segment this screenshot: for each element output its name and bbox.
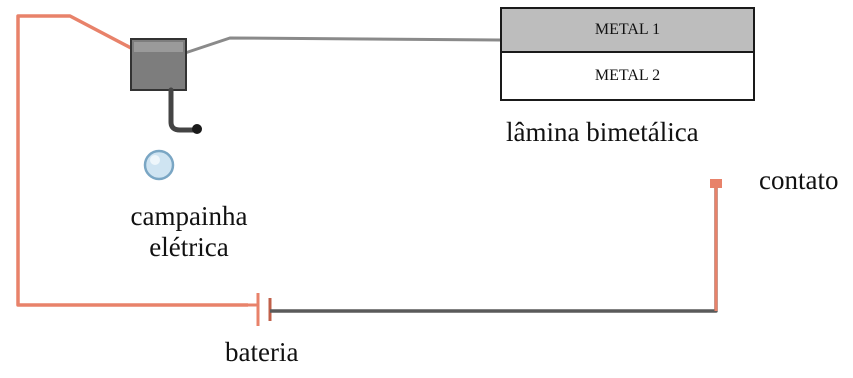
metal-1-label: METAL 1 <box>594 21 661 38</box>
bell-caption: campainha elétrica <box>84 201 294 263</box>
contact-point <box>710 179 722 188</box>
right-wire <box>270 185 718 313</box>
bell-caption-line-1: campainha <box>130 201 248 231</box>
bimetal-strip-caption: lâmina bimetálica <box>506 117 699 147</box>
bell-to-strip-wire <box>184 36 501 55</box>
metal-2-strip: METAL 2 <box>500 51 755 101</box>
bell-caption-line-2: elétrica <box>149 232 229 263</box>
contact-caption: contato <box>759 165 839 195</box>
bell-hammer-head <box>192 124 202 134</box>
bell-box-shade <box>134 42 183 52</box>
metal-2-label: METAL 2 <box>594 67 661 84</box>
metal-1-strip: METAL 1 <box>500 7 755 53</box>
battery-caption: bateria <box>225 337 299 367</box>
bell-hammer-arm <box>168 87 199 133</box>
bell-dome <box>143 149 175 181</box>
bell-dome-highlight <box>150 155 160 165</box>
left-wire <box>16 14 248 307</box>
